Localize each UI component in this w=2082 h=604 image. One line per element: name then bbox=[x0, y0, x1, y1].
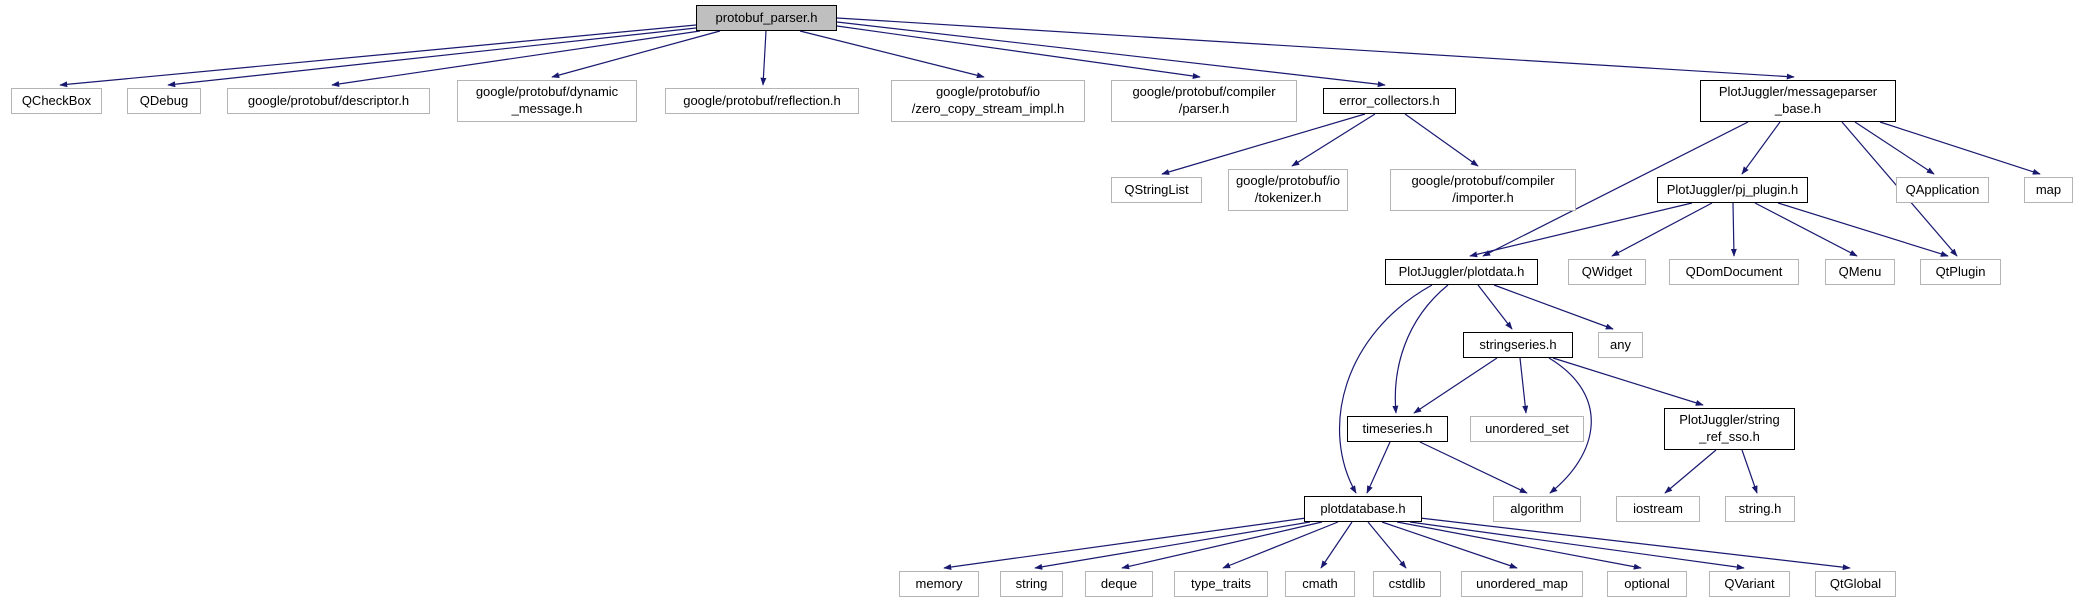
node-compiler-parser-h: google/protobuf/compiler /parser.h bbox=[1111, 80, 1297, 122]
edge-stringrefsso-iostream bbox=[1664, 449, 1717, 494]
node-any: any bbox=[1598, 332, 1643, 358]
node-string: string bbox=[1000, 571, 1063, 597]
node-stringseries-h[interactable]: stringseries.h bbox=[1463, 332, 1573, 358]
node-dynamic-message-h: google/protobuf/dynamic _message.h bbox=[457, 80, 637, 122]
edge-errcol-qstringlist bbox=[1161, 113, 1366, 175]
node-qtglobal: QtGlobal bbox=[1815, 571, 1896, 597]
edge-stringseries-stringrefsso bbox=[1552, 357, 1704, 406]
edge-root-compiler-parser bbox=[836, 25, 1201, 79]
edge-root-dynamic-message bbox=[551, 30, 721, 78]
edge-timeseries-algorithm bbox=[1419, 441, 1528, 494]
edge-pjplugin-qmenu bbox=[1754, 202, 1858, 257]
node-algorithm: algorithm bbox=[1493, 496, 1581, 522]
edge-root-descriptor bbox=[331, 30, 701, 87]
edge-plotdata-stringseries bbox=[1477, 284, 1513, 330]
node-plotdatabase-h[interactable]: plotdatabase.h bbox=[1304, 496, 1422, 522]
node-string-ref-sso-h[interactable]: PlotJuggler/string _ref_sso.h bbox=[1664, 408, 1795, 450]
edge-msgparser-plotdata bbox=[1482, 121, 1749, 257]
edge-plotdatabase-optional bbox=[1396, 521, 1642, 570]
edge-plotdatabase-qvariant bbox=[1409, 521, 1745, 570]
node-protobuf-parser-h: protobuf_parser.h bbox=[696, 5, 837, 31]
edge-plotdatabase-deque bbox=[1121, 521, 1323, 570]
node-tokenizer-h: google/protobuf/io /tokenizer.h bbox=[1228, 169, 1348, 211]
node-reflection-h: google/protobuf/reflection.h bbox=[665, 88, 859, 114]
node-qapplication: QApplication bbox=[1896, 177, 1989, 203]
edge-plotdatabase-typetraits bbox=[1222, 521, 1339, 569]
node-unordered-set: unordered_set bbox=[1470, 416, 1584, 442]
edge-msgparser-map bbox=[1879, 121, 2041, 175]
edge-plotdata-timeseries bbox=[1392, 284, 1449, 414]
edge-errcol-tokenizer bbox=[1291, 113, 1376, 167]
node-qdebug: QDebug bbox=[127, 88, 201, 114]
edge-plotdata-plotdatabase bbox=[1338, 284, 1433, 494]
node-pj-plugin-h[interactable]: PlotJuggler/pj_plugin.h bbox=[1657, 177, 1808, 203]
edge-plotdatabase-cstdlib bbox=[1367, 521, 1407, 569]
edge-plotdatabase-string bbox=[1034, 521, 1311, 570]
edge-msgparser-qapplication bbox=[1854, 121, 1935, 175]
edge-plotdatabase-unorderedmap bbox=[1381, 521, 1518, 569]
node-qstringlist: QStringList bbox=[1111, 177, 1202, 203]
edge-timeseries-plotdatabase bbox=[1366, 441, 1391, 494]
edge-stringseries-unorderedset bbox=[1519, 357, 1529, 414]
node-deque: deque bbox=[1085, 571, 1153, 597]
node-zero-copy-stream-impl-h: google/protobuf/io /zero_copy_stream_imp… bbox=[891, 80, 1085, 122]
node-importer-h: google/protobuf/compiler /importer.h bbox=[1390, 169, 1576, 211]
node-iostream: iostream bbox=[1616, 496, 1700, 522]
node-cstdlib: cstdlib bbox=[1373, 571, 1441, 597]
edge-plotdata-any bbox=[1493, 284, 1614, 330]
edge-plotdatabase-cmath bbox=[1320, 521, 1353, 569]
edge-pjplugin-plotdata bbox=[1469, 202, 1693, 258]
edge-root-reflection bbox=[760, 30, 767, 86]
node-descriptor-h: google/protobuf/descriptor.h bbox=[227, 88, 430, 114]
node-map: map bbox=[2024, 177, 2073, 203]
edge-root-qdebug bbox=[167, 27, 697, 88]
node-unordered-map: unordered_map bbox=[1461, 571, 1583, 597]
node-messageparser-base-h[interactable]: PlotJuggler/messageparser _base.h bbox=[1700, 80, 1896, 122]
edge-msgparser-pjplugin bbox=[1741, 121, 1781, 175]
edge-pjplugin-qdomdocument bbox=[1730, 202, 1737, 257]
edge-pjplugin-qwidget bbox=[1611, 202, 1713, 257]
node-error-collectors-h[interactable]: error_collectors.h bbox=[1323, 88, 1456, 114]
node-qdomdocument: QDomDocument bbox=[1669, 259, 1799, 285]
node-plotdata-h[interactable]: PlotJuggler/plotdata.h bbox=[1385, 259, 1538, 285]
node-optional: optional bbox=[1607, 571, 1687, 597]
node-qtplugin: QtPlugin bbox=[1920, 259, 2001, 285]
edge-stringseries-timeseries bbox=[1413, 357, 1498, 414]
node-type-traits: type_traits bbox=[1174, 571, 1268, 597]
edge-pjplugin-qtplugin bbox=[1777, 202, 1949, 257]
edge-stringrefsso-stringh bbox=[1741, 449, 1758, 494]
node-cmath: cmath bbox=[1285, 571, 1355, 597]
edge-plotdatabase-memory bbox=[943, 517, 1307, 570]
edge-root-zero-copy bbox=[799, 30, 985, 79]
node-memory: memory bbox=[899, 571, 979, 597]
node-qwidget: QWidget bbox=[1568, 259, 1646, 285]
edge-stringseries-algorithm bbox=[1548, 357, 1592, 494]
node-timeseries-h[interactable]: timeseries.h bbox=[1347, 416, 1448, 442]
node-qvariant: QVariant bbox=[1709, 571, 1790, 597]
edge-root-error-collectors bbox=[836, 21, 1386, 88]
edge-root-messageparser bbox=[836, 17, 1795, 80]
node-string-h: string.h bbox=[1725, 496, 1795, 522]
edge-root-qcheckbox bbox=[59, 24, 697, 88]
edge-plotdatabase-qtglobal bbox=[1419, 517, 1851, 571]
edge-errcol-importer bbox=[1404, 113, 1479, 167]
node-qmenu: QMenu bbox=[1825, 259, 1895, 285]
node-qcheckbox: QCheckBox bbox=[11, 88, 102, 114]
